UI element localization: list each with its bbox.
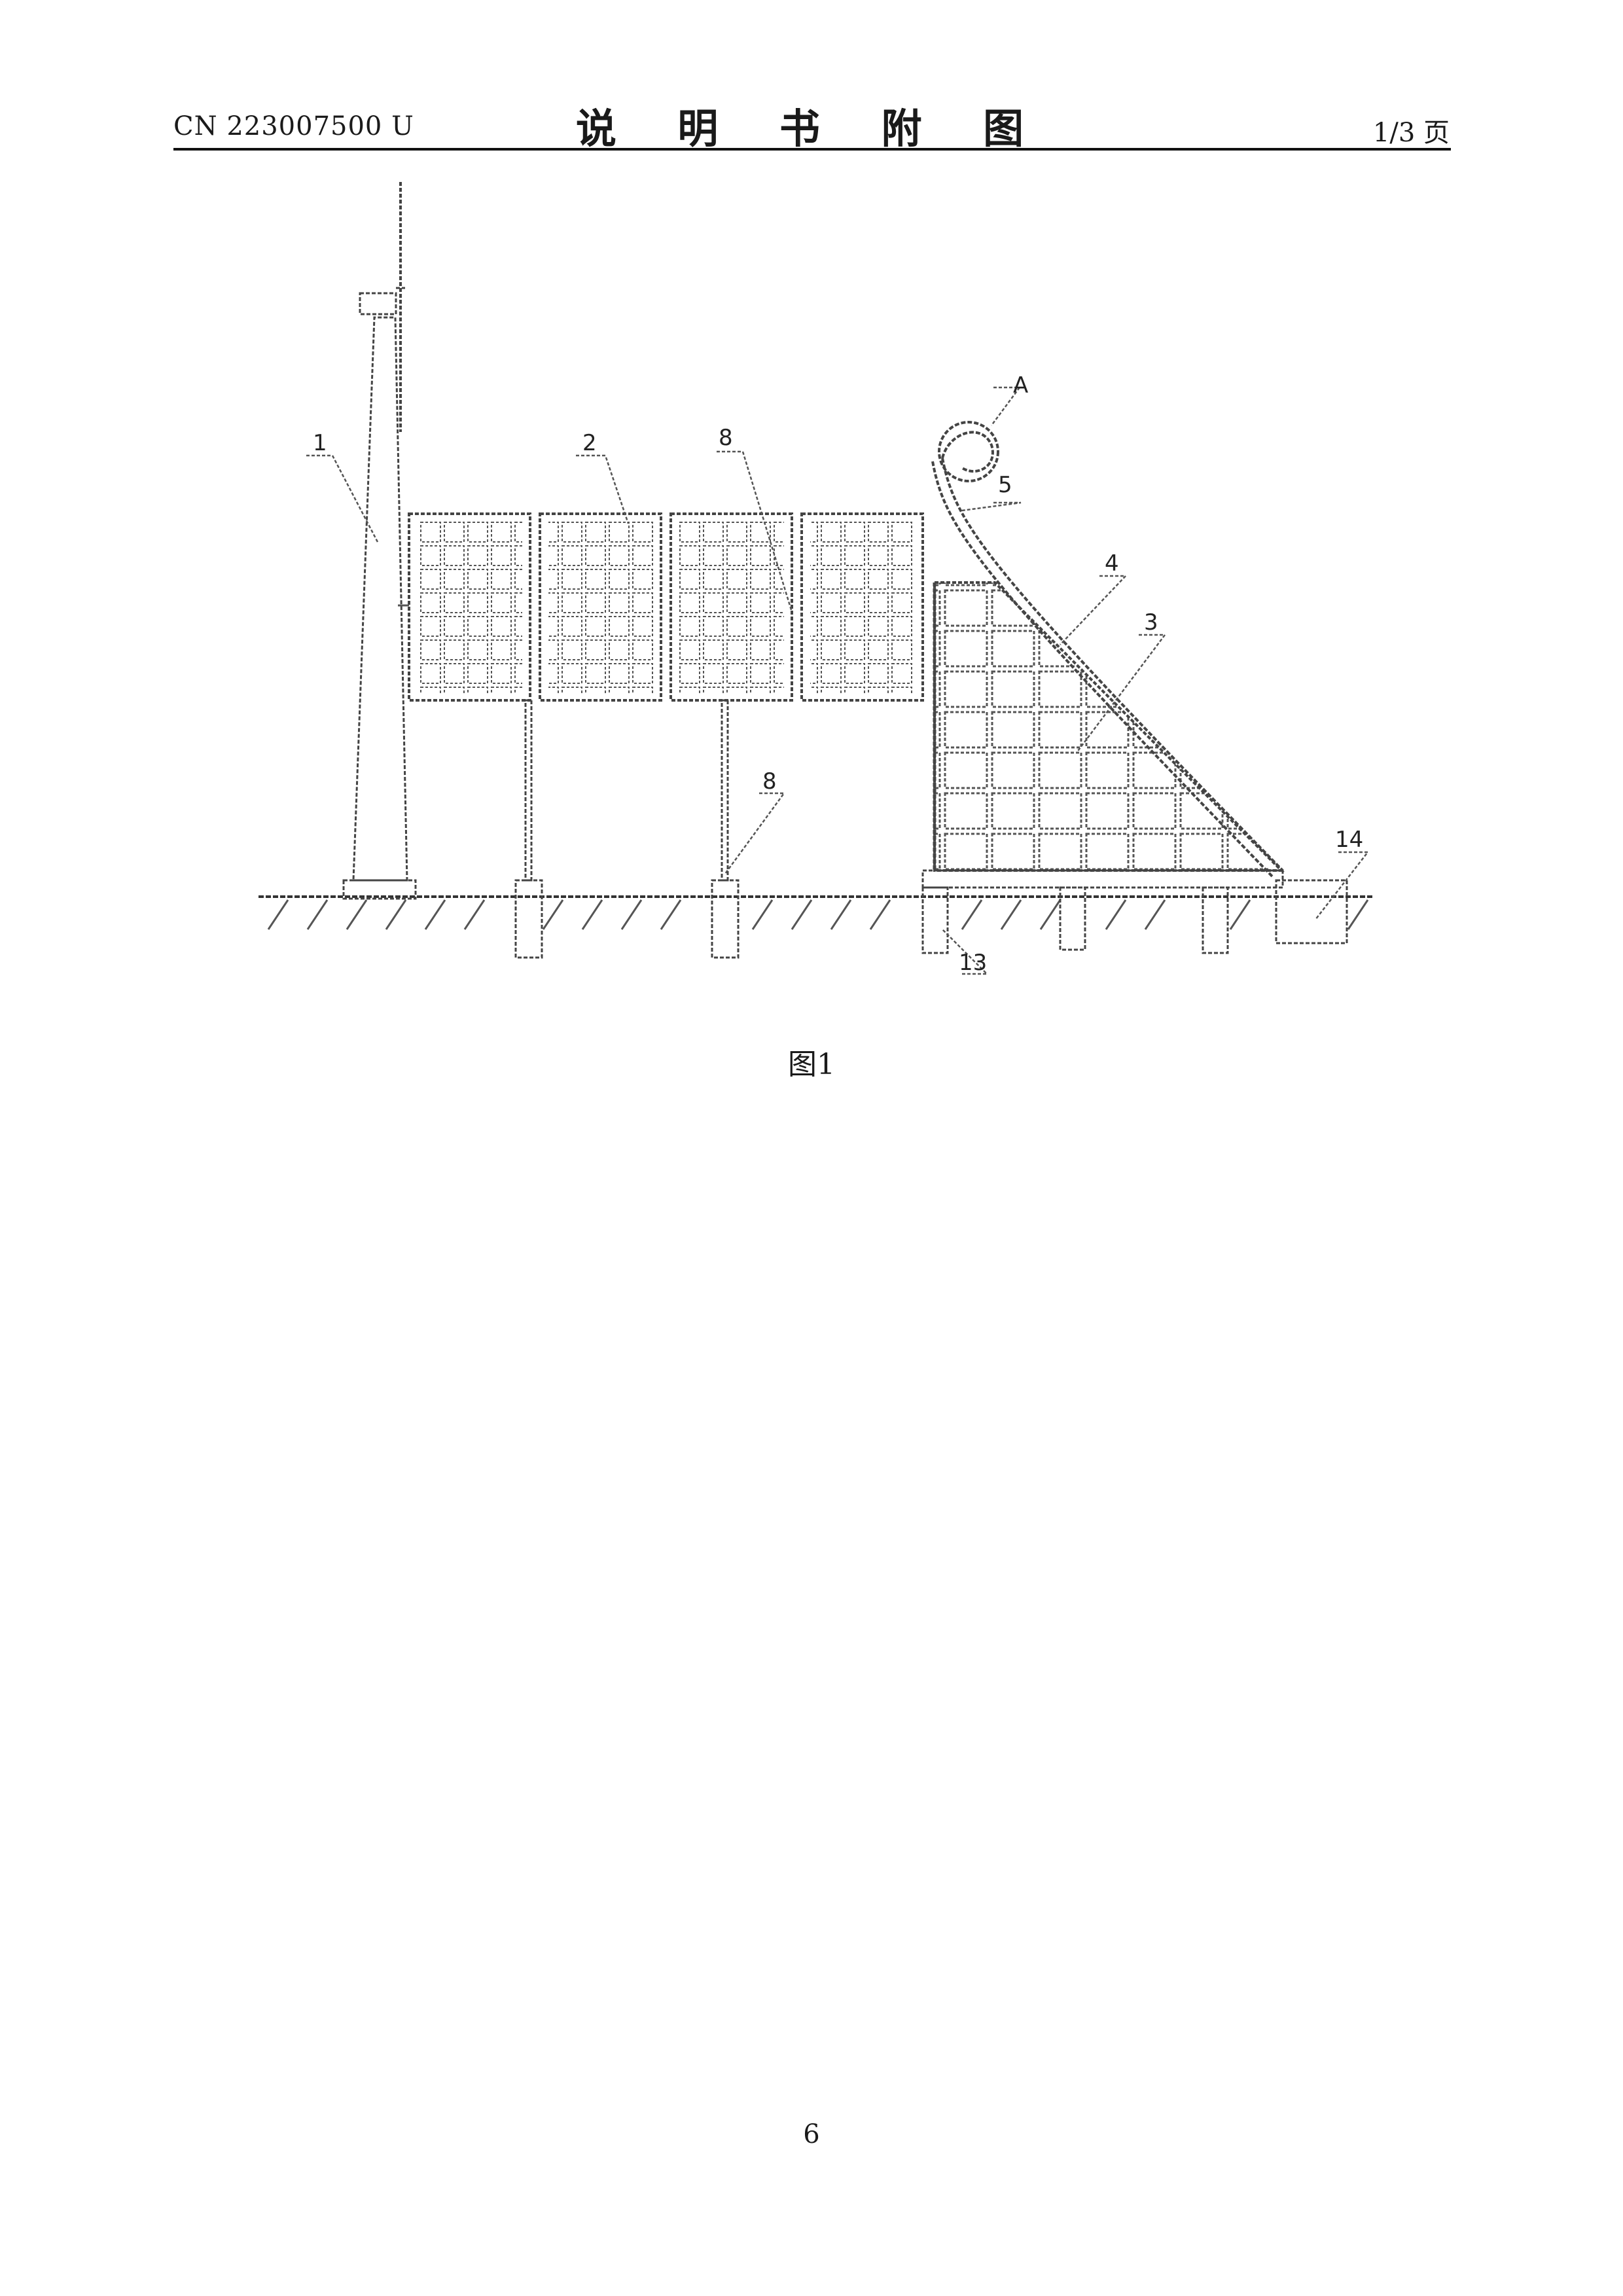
label-solar-panel: 2 bbox=[582, 430, 597, 456]
base-footings bbox=[923, 870, 1347, 953]
label-collector-grid: 3 bbox=[1144, 609, 1158, 636]
label-end-block: 14 bbox=[1335, 827, 1363, 853]
label-inclined-plate: 4 bbox=[1105, 550, 1119, 577]
ground-line bbox=[259, 897, 1374, 929]
wind-turbine bbox=[344, 182, 416, 899]
label-panel-frame: 8 bbox=[719, 425, 733, 451]
collector-structure bbox=[935, 583, 1281, 870]
solar-panels bbox=[398, 514, 923, 700]
patent-figure-1: 1 2 8 A 5 4 3 8 14 13 bbox=[0, 0, 1623, 1021]
figure-caption: 图1 bbox=[0, 1041, 1623, 1083]
page-number: 6 bbox=[0, 2119, 1623, 2149]
label-base-footing: 13 bbox=[959, 950, 987, 976]
label-support-post: 8 bbox=[762, 768, 777, 795]
label-wind-turbine: 1 bbox=[313, 430, 327, 456]
label-curved-pipe: 5 bbox=[998, 472, 1012, 498]
label-detail-marker: A bbox=[1013, 372, 1028, 399]
